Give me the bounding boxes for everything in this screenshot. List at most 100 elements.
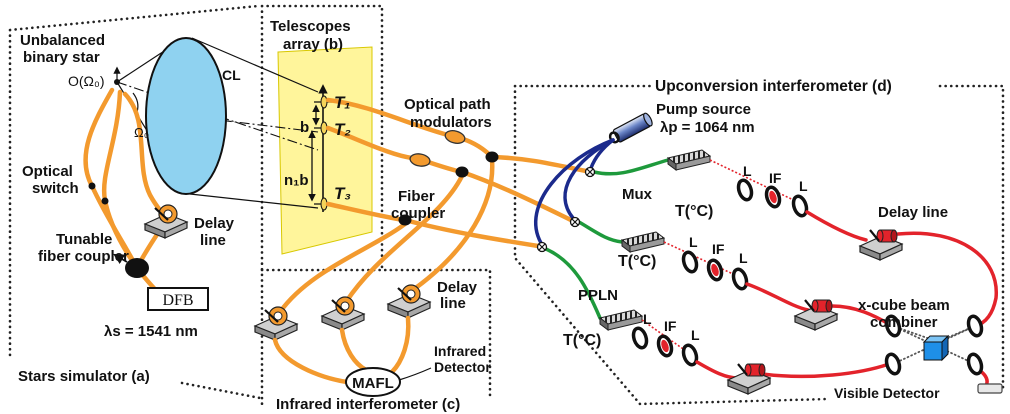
tunable-coupler-label: fiber coupler bbox=[38, 248, 129, 265]
combiner-lens bbox=[964, 312, 986, 340]
delay-line-label: Delay bbox=[194, 215, 235, 232]
optical-path-modulator bbox=[409, 153, 431, 167]
delay-line-stage-d bbox=[858, 228, 904, 262]
dfb-label: DFB bbox=[162, 292, 193, 309]
temperature-label: T(°C) bbox=[675, 203, 713, 220]
lens-l-label: L bbox=[739, 250, 748, 266]
infrared-border bbox=[260, 268, 492, 400]
mafl-combiner bbox=[345, 367, 401, 397]
tunable-fiber-coupler bbox=[125, 258, 149, 278]
delay-line-stage-d bbox=[726, 362, 772, 396]
optical-switch-label: Optical bbox=[22, 163, 73, 180]
binary-star-label: Unbalanced bbox=[20, 32, 105, 49]
panel-borders bbox=[8, 4, 1005, 406]
mux-coupler bbox=[536, 241, 548, 253]
upconversion-title: Upconversion interferometer (d) bbox=[655, 78, 892, 95]
modulators-label: Optical path bbox=[404, 96, 491, 113]
baseline-multiple-label: n₁b bbox=[284, 172, 309, 189]
telescope-t3-label: T₃ bbox=[334, 184, 351, 203]
labels: Unbalanced binary star O(Ω₀) Ω₀ CL Optic… bbox=[18, 18, 950, 413]
pump-source bbox=[608, 112, 653, 144]
coupler-tuning-arrow bbox=[113, 253, 128, 265]
temperature-label: T(°C) bbox=[618, 253, 656, 270]
stars-simulator-border bbox=[8, 4, 262, 400]
infrared-detector-label: Infrared bbox=[434, 343, 486, 359]
delay-line-stage-c bbox=[320, 295, 366, 332]
infrared-detector-label: Detector bbox=[434, 359, 491, 375]
fiber-coupler-label: Fiber bbox=[398, 188, 435, 205]
lens-label: CL bbox=[222, 67, 241, 83]
upconversion-border bbox=[513, 84, 1005, 406]
mafl-label: MAFL bbox=[352, 375, 394, 392]
telescopes-title: Telescopes bbox=[270, 18, 351, 35]
optical-switch-node bbox=[88, 182, 96, 190]
pump-source-label: Pump source bbox=[656, 101, 751, 118]
pump-fibers bbox=[534, 138, 615, 245]
x-cube bbox=[922, 334, 950, 362]
modulators-label: modulators bbox=[410, 114, 492, 131]
optical-switch-node bbox=[101, 197, 109, 205]
star-point-label: O(Ω₀) bbox=[68, 73, 105, 89]
lens-l-label: L bbox=[689, 234, 698, 250]
telescope-t1-label: T₁ bbox=[334, 93, 350, 112]
combiner-label: combiner bbox=[870, 314, 938, 331]
lens bbox=[679, 248, 701, 276]
baseline-label: b bbox=[300, 119, 309, 136]
filter-if-label: IF bbox=[769, 170, 782, 186]
optical-switch-label: switch bbox=[32, 180, 79, 197]
fiber-coupler-node bbox=[398, 214, 412, 226]
delay-line-stage-c bbox=[386, 283, 432, 320]
telescope-panel bbox=[277, 46, 373, 255]
fiber-node bbox=[455, 166, 469, 178]
filter-if-label: IF bbox=[712, 241, 725, 257]
binary-star-label: binary star bbox=[23, 49, 100, 66]
tunable-coupler-label: Tunable bbox=[56, 231, 112, 248]
ppln-crystal bbox=[599, 309, 643, 331]
collimating-lens bbox=[145, 37, 227, 195]
mux-label: Mux bbox=[622, 186, 653, 203]
fiber-node bbox=[485, 151, 499, 163]
combiner-lens bbox=[964, 350, 986, 378]
lens-l-label: L bbox=[691, 327, 700, 343]
telescopes-border bbox=[260, 4, 384, 406]
visible-detector bbox=[977, 383, 1003, 394]
delay-line-stage-c bbox=[253, 305, 299, 342]
delay-line-stage-a bbox=[143, 203, 189, 240]
lens bbox=[789, 192, 811, 220]
lens-l-label: L bbox=[799, 178, 808, 194]
ir-delay-line-label: line bbox=[440, 295, 466, 312]
delay-line-stage-d bbox=[793, 298, 839, 332]
infrared-interferometer-title: Infrared interferometer (c) bbox=[276, 396, 460, 413]
lens bbox=[729, 265, 751, 293]
source-wavelength: λs = 1541 nm bbox=[104, 323, 198, 340]
lens-l-label: L bbox=[643, 311, 652, 327]
combiner-label: x-cube beam bbox=[858, 297, 950, 314]
fiber-coupler-label: coupler bbox=[391, 205, 445, 222]
pump-wavelength: λp = 1064 nm bbox=[660, 119, 755, 136]
telescope-t1-marker bbox=[320, 95, 328, 109]
visible-delay-line-label: Delay line bbox=[878, 204, 948, 221]
delay-line-label: line bbox=[200, 232, 226, 249]
interference-filter bbox=[762, 183, 784, 211]
mux-coupler bbox=[584, 166, 596, 178]
interference-filter bbox=[704, 256, 726, 284]
signal-to-ppln-fibers bbox=[544, 158, 670, 320]
interference-filter bbox=[654, 332, 676, 360]
stars-simulator-title: Stars simulator (a) bbox=[18, 368, 150, 385]
lens bbox=[629, 324, 651, 352]
temperature-label: T(°C) bbox=[563, 332, 601, 349]
lens-l-label: L bbox=[743, 163, 752, 179]
filter-if-label: IF bbox=[664, 318, 677, 334]
combiner-lens bbox=[882, 350, 904, 378]
star-point bbox=[114, 79, 120, 85]
solid-angle-label: Ω₀ bbox=[134, 125, 149, 140]
telescopes-title: array (b) bbox=[283, 36, 343, 53]
ir-delay-line-label: Delay bbox=[437, 279, 478, 296]
lens bbox=[734, 176, 756, 204]
mux-coupler bbox=[569, 216, 581, 228]
telescope-t2-label: T₂ bbox=[334, 120, 351, 139]
ppln-crystal bbox=[667, 149, 711, 171]
visible-fibers bbox=[695, 210, 998, 388]
optical-path-modulator bbox=[444, 130, 466, 144]
